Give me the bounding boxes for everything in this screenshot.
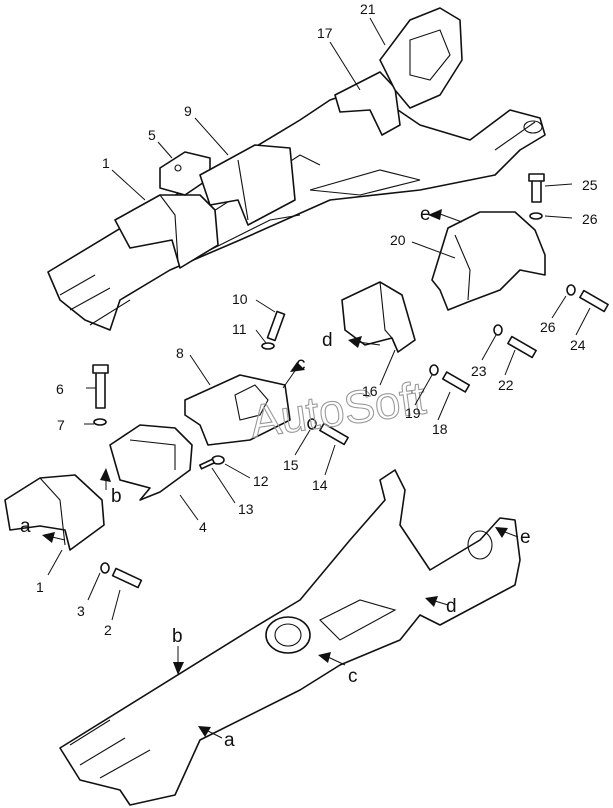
fasteners	[92, 173, 609, 589]
cover-16	[341, 281, 416, 353]
callout-22: 22	[498, 377, 514, 393]
upper-cover-21	[379, 7, 463, 109]
callout-16: 16	[362, 383, 378, 399]
callout-4: 4	[199, 519, 207, 535]
callout-13: 13	[238, 501, 254, 517]
leader-lines	[47, 17, 591, 621]
reference-letters: e d c b a e d b c a	[20, 204, 531, 751]
callout-5: 5	[148, 127, 156, 143]
callout-numbers: 21 17 9 5 1 25 26 20 10 11 8 6 7 12 13 4…	[36, 1, 598, 638]
callout-14: 14	[312, 477, 328, 493]
upper-cover-1	[114, 194, 219, 269]
upper-bracket-17	[334, 71, 401, 136]
letter-b-lower: b	[172, 626, 183, 647]
bracket-4	[109, 424, 193, 501]
callout-1-upper: 1	[102, 155, 110, 171]
callout-23: 23	[471, 363, 487, 379]
reference-arrows	[42, 209, 519, 739]
letter-d-lower: d	[446, 596, 457, 617]
callout-10: 10	[232, 291, 248, 307]
callout-11: 11	[232, 321, 247, 337]
callout-7: 7	[57, 417, 65, 433]
callout-20: 20	[390, 232, 406, 248]
cover-20	[431, 211, 546, 311]
cover-1-lower	[4, 474, 105, 551]
callout-17: 17	[317, 25, 333, 41]
callout-2: 2	[104, 622, 112, 638]
letter-d-upper: d	[322, 330, 333, 351]
letter-c-upper: c	[296, 354, 306, 375]
letter-b-upper: b	[111, 486, 122, 507]
upper-cover-9	[199, 144, 296, 226]
callout-12: 12	[253, 473, 269, 489]
callout-6: 6	[56, 381, 64, 397]
callout-15: 15	[283, 457, 299, 473]
letter-a-upper: a	[20, 516, 31, 537]
callout-19: 19	[405, 405, 421, 421]
callout-26-lower: 26	[540, 319, 556, 335]
callout-8: 8	[176, 345, 184, 361]
callout-3: 3	[77, 603, 85, 619]
letter-e-lower: e	[520, 527, 531, 548]
letter-c-lower: c	[348, 666, 358, 687]
callout-1-lower: 1	[36, 579, 44, 595]
callout-18: 18	[432, 421, 448, 437]
callout-25: 25	[582, 177, 598, 193]
letter-a-lower: a	[224, 730, 235, 751]
bracket-8	[184, 374, 291, 446]
callout-21: 21	[360, 1, 376, 17]
callout-24: 24	[570, 337, 586, 353]
lower-track-frame	[59, 469, 521, 806]
callout-9: 9	[184, 103, 192, 119]
letter-e-upper: e	[420, 204, 431, 225]
callout-26-upper: 26	[582, 211, 598, 227]
